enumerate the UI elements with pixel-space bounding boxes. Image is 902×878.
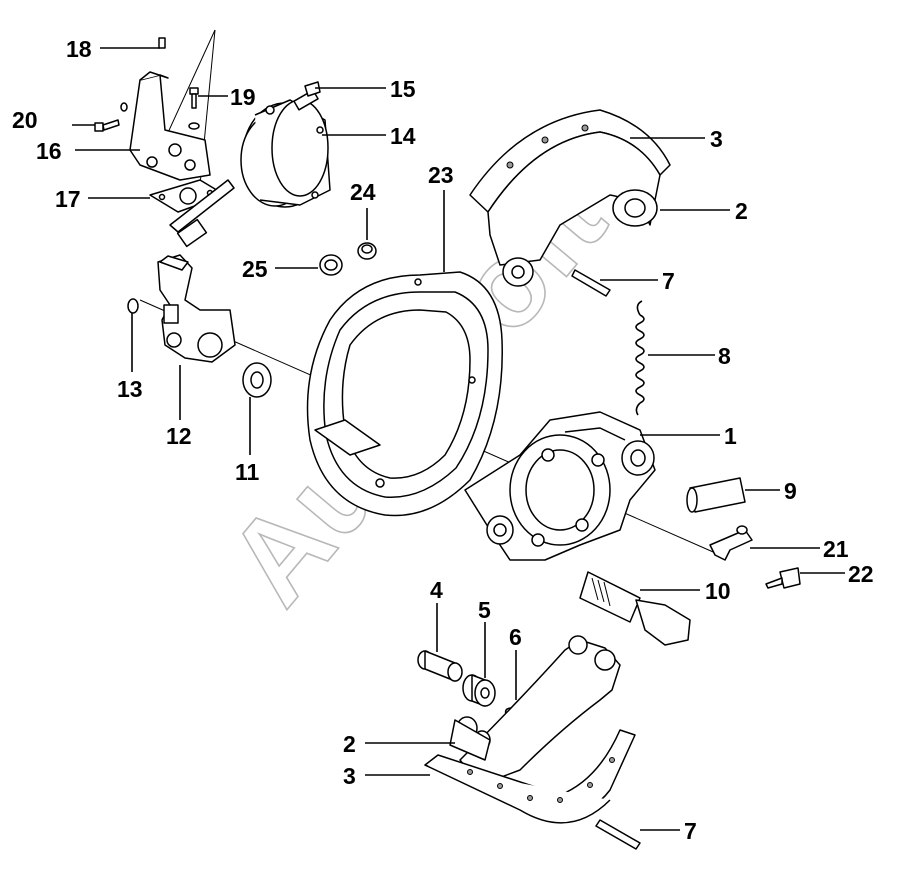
- bracket-bolt-20: [94, 102, 128, 132]
- brake-spider: [464, 411, 656, 561]
- lower-brake-lining: [424, 729, 636, 824]
- callout-labels: 18 19 15 20 14 3 16 23 24 2 17 25 7 8 13…: [12, 36, 874, 844]
- cam-roller-5: [462, 674, 496, 707]
- leader-lines: [72, 47, 845, 831]
- callout-7-upper: 7: [662, 268, 675, 294]
- callout-7-lower: 7: [684, 818, 697, 844]
- return-spring-8: [635, 300, 645, 416]
- bracket-axis-line: [159, 29, 216, 151]
- callout-3-upper: 3: [710, 126, 723, 152]
- callout-14: 14: [390, 123, 416, 149]
- callout-9: 9: [784, 478, 797, 504]
- callout-12: 12: [166, 423, 192, 449]
- anchor-pin-9: [686, 477, 746, 513]
- callout-2-lower: 2: [343, 731, 356, 757]
- callout-11: 11: [235, 459, 260, 485]
- upper-brake-shoe: [487, 131, 661, 287]
- callout-15: 15: [390, 76, 416, 102]
- callout-4: 4: [430, 577, 443, 603]
- callout-22: 22: [848, 561, 874, 587]
- callout-17: 17: [55, 186, 81, 212]
- washer-11: [242, 362, 272, 398]
- callout-3-lower: 3: [343, 763, 356, 789]
- shoe-pin-7-upper: [571, 269, 611, 297]
- fitting-22: [765, 567, 801, 589]
- callout-23: 23: [428, 162, 454, 188]
- callout-2-upper: 2: [735, 198, 748, 224]
- callout-5: 5: [478, 597, 491, 623]
- callout-20: 20: [12, 107, 38, 133]
- callout-8: 8: [718, 343, 731, 369]
- seal-25: [319, 254, 343, 276]
- bracket-21: [709, 525, 753, 561]
- callout-21: 21: [823, 536, 849, 562]
- chamber-fitting-15: [304, 81, 321, 97]
- callout-6: 6: [509, 624, 522, 650]
- callout-18: 18: [66, 36, 92, 62]
- brake-chamber: [169, 89, 331, 248]
- washer-13: [127, 298, 139, 314]
- roller-pin-4: [417, 650, 463, 682]
- bracket-bolt-18: [158, 37, 166, 49]
- shoe-pin-7-lower: [595, 819, 641, 850]
- dust-shield: [306, 271, 503, 517]
- callout-19: 19: [230, 84, 256, 110]
- slack-adjuster: [157, 254, 236, 363]
- callout-25: 25: [242, 256, 268, 282]
- chamber-bracket: [129, 71, 211, 181]
- callout-16: 16: [36, 138, 62, 164]
- callout-1: 1: [724, 423, 737, 449]
- callout-10: 10: [705, 578, 731, 604]
- callout-24: 24: [350, 179, 376, 205]
- camshaft-10: [579, 571, 691, 646]
- lower-brake-shoe: [449, 635, 621, 786]
- bracket-bolt-19: [188, 87, 200, 130]
- plug-24: [357, 242, 377, 260]
- callout-13: 13: [117, 376, 143, 402]
